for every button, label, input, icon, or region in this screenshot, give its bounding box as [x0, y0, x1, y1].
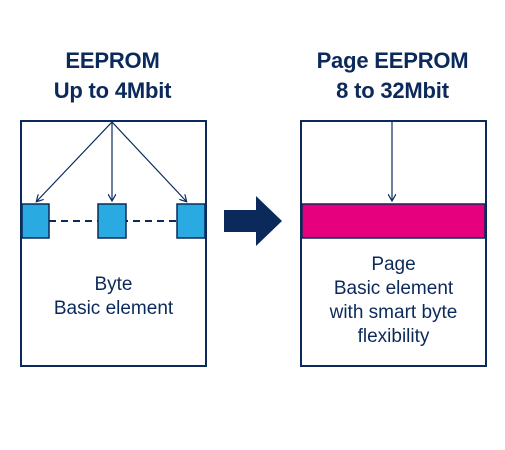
page-eeprom-panel	[300, 120, 487, 367]
byte-cell-1	[21, 203, 50, 239]
page-caption-line1: Page	[371, 254, 416, 275]
eeprom-panel	[20, 120, 207, 367]
page-caption: Page Basic element with smart byte flexi…	[300, 253, 487, 349]
eeprom-title-line2: Up to 4Mbit	[53, 78, 172, 103]
byte-caption-line2: Basic element	[53, 298, 174, 319]
page-caption-line2: Basic element	[333, 278, 454, 299]
byte-pointer-arrow-left	[37, 121, 113, 201]
page-eeprom-title: Page EEPROM 8 to 32Mbit	[300, 46, 485, 106]
byte-cell-2	[97, 203, 127, 239]
transition-arrow-icon	[224, 196, 282, 246]
eeprom-title: EEPROM Up to 4Mbit	[20, 46, 205, 106]
page-eeprom-title-line1: Page EEPROM	[316, 48, 469, 73]
byte-caption-line1: Byte	[94, 274, 133, 295]
page-bar	[301, 203, 486, 239]
eeprom-title-line1: EEPROM	[65, 48, 160, 73]
byte-pointer-arrow-right	[111, 121, 186, 201]
byte-caption: Byte Basic element	[20, 273, 207, 321]
byte-cell-3	[176, 203, 206, 239]
page-caption-line3: with smart byte	[329, 302, 458, 323]
page-caption-line4: flexibility	[357, 326, 430, 347]
page-eeprom-title-line2: 8 to 32Mbit	[336, 78, 449, 103]
